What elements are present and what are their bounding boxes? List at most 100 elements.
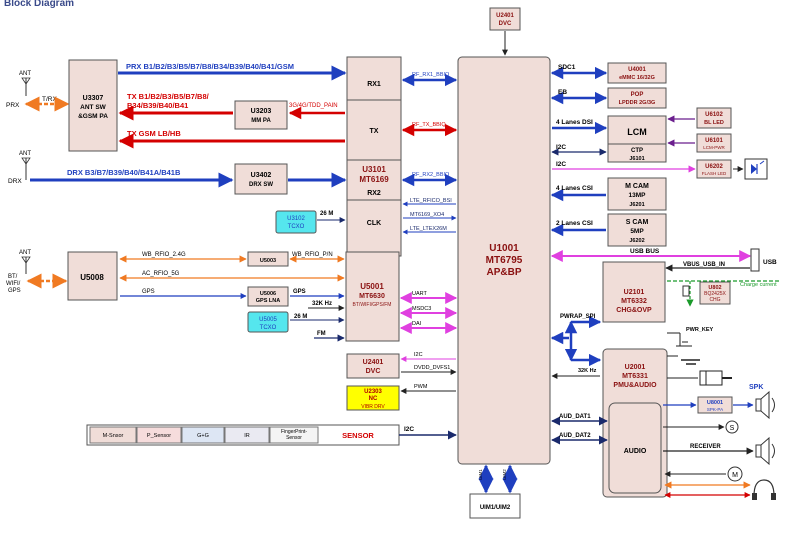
rf-tx-label: RF_TX_BBIQ (412, 122, 446, 128)
block-u2101 (602, 261, 666, 323)
sensor-title: SENSOR (342, 431, 374, 440)
wb-rfio-label: WB_RFIO_2.4G (142, 252, 186, 258)
u3102-func: TCXO (288, 224, 305, 230)
block-u802 (699, 281, 731, 305)
u6102-label: U6102 (705, 112, 723, 118)
ac-rfio-label: AC_RFIO_5G (142, 271, 180, 277)
drx-bands-label: DRX B3/B7/B39/B40/B41A/B41B (67, 168, 181, 177)
tx-bands-label-2: B34/B39/B40/B41 (127, 101, 188, 110)
block-u3102 (275, 210, 317, 234)
block-u6101 (696, 133, 732, 153)
u6202-label: U6202 (705, 164, 723, 170)
pop-func: LPDDR 2G/3G (619, 100, 656, 106)
block-u3203 (234, 100, 288, 130)
receiver-label: RECEIVER (690, 444, 721, 450)
sdc1-label: SDC1 (558, 64, 576, 71)
u802-label: U802 (708, 285, 721, 291)
sensor-psensor-label: P_Sensor (147, 433, 171, 439)
receiver-icon (755, 436, 775, 466)
u3402-func: DRX SW (249, 182, 273, 188)
u2401a-func: DVC (366, 368, 381, 375)
u6101-func: LCM-PWR (703, 145, 725, 150)
sensor-psensor (136, 426, 182, 444)
u3101-label: U3101 (362, 165, 386, 174)
power-key-icon (676, 341, 692, 347)
u5005-label: U5005 (259, 317, 277, 323)
block-u2401-dvc (346, 353, 400, 379)
block-lcm (607, 115, 667, 163)
u6202-func: FLASH LED (702, 171, 727, 176)
block-uim (469, 493, 521, 519)
rf-rx2-label: RF_RX2_BBIQ (412, 172, 450, 178)
spk-label: SPK (749, 384, 763, 391)
i2c-dvc-label: I2C (414, 352, 423, 358)
dsi-label: 4 Lanes DSI (556, 119, 593, 126)
usb-bus-label: USB BUS (630, 248, 660, 255)
gps-label-2: GPS (293, 289, 306, 295)
vbus-label: VBUS_USB_IN (683, 262, 725, 268)
block-u5008 (67, 251, 118, 301)
dai-label: DAI (412, 321, 422, 327)
antenna-icon (21, 256, 31, 274)
uim-label: UIM1/UIM2 (480, 505, 511, 511)
u3402-label: U3402 (251, 172, 272, 179)
m26-label-2: 26 M (294, 314, 307, 320)
u2101-label: U2101 (624, 289, 645, 296)
sensor-ir (224, 426, 270, 444)
aud-dat1-label: AUD_DAT1 (559, 414, 591, 420)
rf-rx1-label: RF_RX1_BBIQ (412, 72, 450, 78)
u3307-label: U3307 (83, 95, 104, 102)
u3102-label: U3102 (287, 216, 305, 222)
usb-connector (750, 248, 760, 272)
uim2-label: UIM2 (502, 469, 507, 480)
k32-label-2: 32K Hz (578, 368, 597, 374)
u5006-func: GPS LNA (256, 298, 280, 304)
wb-rfio-pn-label: WB_RFIO_P/N (292, 252, 333, 258)
block-u5003 (247, 251, 289, 267)
svg-text:S: S (730, 425, 735, 432)
m26-label-1: 26 M (320, 211, 333, 217)
ant-label-2: ANT (19, 151, 31, 157)
pwrap-label: PWRAP_SPI (560, 314, 596, 320)
u2401b-func: DVC (499, 21, 512, 27)
microphone-icon: M (727, 466, 743, 482)
block-u5001 (345, 251, 400, 342)
block-u6102 (696, 107, 732, 129)
k32-label-1: 32K Hz (312, 301, 332, 307)
scam-label: S CAM (626, 219, 649, 226)
page-title: Block Diagram (4, 0, 74, 9)
usb-label: USB (763, 259, 777, 266)
block-mcam (607, 177, 667, 211)
block-u6202 (696, 159, 732, 179)
drx-label: DRX (8, 178, 22, 185)
block-u2303 (346, 385, 400, 411)
speaker-icon (755, 390, 775, 420)
block-u5005 (247, 311, 289, 333)
lcm-connector: J6101 (629, 156, 644, 162)
csi4-label: 4 Lanes CSI (556, 185, 593, 192)
u5001-part: MT6630 (359, 293, 385, 300)
u8001-func: SPK-PA (707, 407, 723, 412)
u1001-part: MT6795 (486, 255, 523, 266)
u1001-func: AP&BP (486, 267, 521, 278)
u2401b-label: U2401 (496, 13, 514, 19)
u2303-func: VIBR DRV (361, 404, 385, 410)
headset-icon (752, 479, 776, 500)
uim1-label: UIM1 (478, 469, 483, 480)
flash-led-icon (744, 158, 768, 180)
u3101-clk: CLK (367, 220, 381, 227)
u2001-label: U2001 (625, 364, 646, 371)
sensor-gg (181, 426, 225, 444)
u3307-func2: &GSM PA (78, 113, 108, 120)
u6102-func: BL LED (704, 120, 724, 126)
u3101-rx2: RX2 (367, 190, 381, 197)
block-u3101 (346, 56, 402, 257)
block-u4001 (607, 62, 667, 84)
u5003-label: U5003 (260, 258, 276, 264)
u3203-func: MM PA (251, 118, 271, 124)
prx-bands-label: PRX B1/B2/B3/B5/B7/B8/B34/B39/B40/B41/GS… (126, 62, 294, 71)
block-u3402 (234, 163, 288, 195)
u802-part: BQ2425X (704, 291, 726, 297)
